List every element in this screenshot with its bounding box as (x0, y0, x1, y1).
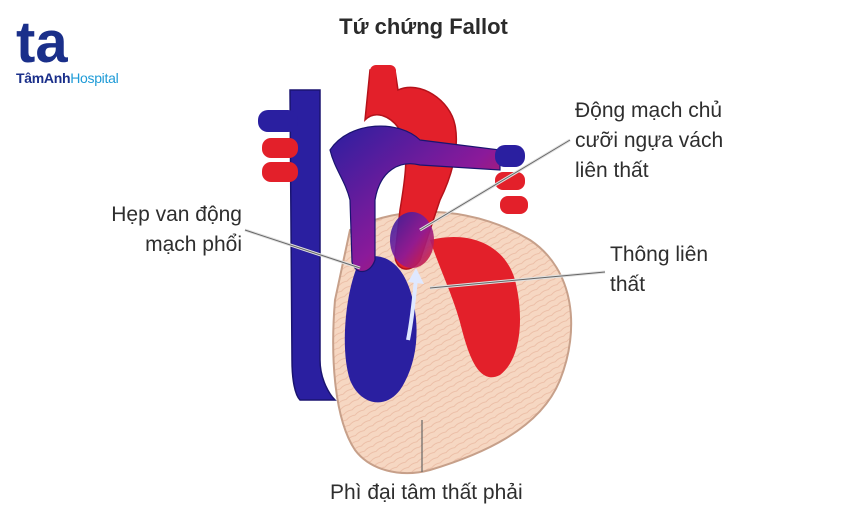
pulmonary-vein-left-1 (258, 110, 298, 132)
label-overriding-aorta: Động mạch chủ cưỡi ngựa vách liên thất (575, 96, 723, 186)
label-aorta-line2: cưỡi ngựa vách (575, 129, 724, 152)
label-ventricular-septal-defect: Thông liên thất (610, 240, 708, 300)
aorta-branch-1 (370, 65, 396, 95)
label-stenosis-line2: mạch phổi (145, 233, 242, 256)
pulmonary-vein-left-2 (262, 138, 298, 158)
pulmonary-vein-left-3 (262, 162, 298, 182)
svg-text:ta: ta (16, 14, 68, 70)
label-aorta-line1: Động mạch chủ (575, 99, 723, 122)
diagram-title: Tứ chứng Fallot (0, 14, 847, 40)
left-ventricle (430, 236, 520, 378)
pulmonary-artery-branch (495, 145, 525, 167)
aorta-branch-right (495, 172, 525, 190)
hospital-logo-icon: ta (16, 14, 68, 70)
hospital-logo-text: TâmAnhHospital (16, 70, 119, 86)
label-hypertrophy-text: Phì đại tâm thất phải (330, 481, 523, 504)
pulmonary-artery (329, 125, 501, 273)
flow-arrow-head (408, 268, 424, 284)
label-aorta-line3: liên thất (575, 159, 649, 182)
right-ventricle (344, 256, 417, 403)
label-vsd-line1: Thông liên (610, 243, 709, 266)
septal-defect (390, 212, 434, 268)
logo-brand-primary: TâmAnh (16, 70, 71, 86)
label-stenosis-line1: Hẹp van động (111, 203, 242, 226)
label-right-ventricular-hypertrophy: Phì đại tâm thất phải (330, 478, 523, 508)
leader-vsd-inner (429, 271, 606, 289)
diagram-title-text: Tứ chứng Fallot (339, 14, 508, 39)
label-pulmonary-stenosis: Hẹp van động mạch phổi (80, 200, 242, 260)
leader-aorta-inner (419, 139, 571, 231)
flow-arrow (406, 277, 418, 341)
aorta-branch-right-2 (500, 196, 528, 214)
leader-stenosis-inner (244, 229, 361, 269)
label-vsd-line2: thất (610, 273, 646, 296)
logo-brand-secondary: Hospital (70, 70, 119, 86)
vena-cava (289, 89, 337, 401)
